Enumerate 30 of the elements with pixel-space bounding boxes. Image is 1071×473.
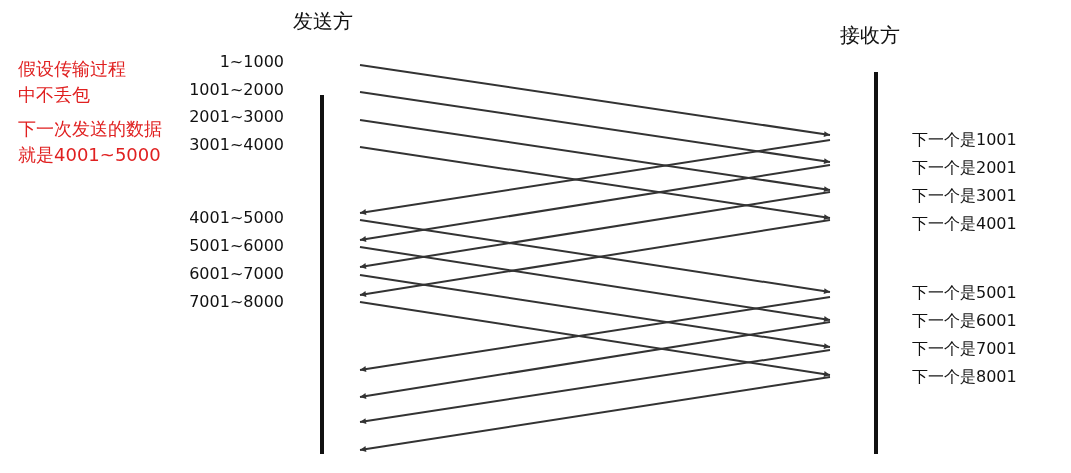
lifeline-title: 接收方 bbox=[839, 22, 901, 49]
ack-label: 下一个是1001 bbox=[912, 130, 1017, 150]
segment-label: 4001~5000 bbox=[189, 208, 284, 228]
segment-label: 2001~3000 bbox=[189, 107, 284, 127]
arrow bbox=[359, 64, 831, 138]
ack-label: 下一个是7001 bbox=[912, 339, 1017, 359]
segment-label: 7001~8000 bbox=[189, 292, 284, 312]
ack-label: 下一个是4001 bbox=[912, 214, 1017, 234]
arrow bbox=[359, 164, 831, 242]
segment-label: 5001~6000 bbox=[189, 236, 284, 256]
ack-label: 下一个是3001 bbox=[912, 186, 1017, 206]
note-text: 假设传输过程中不丢包 bbox=[18, 57, 127, 107]
ack-label: 下一个是8001 bbox=[912, 367, 1017, 387]
arrow bbox=[359, 91, 831, 165]
segment-label: 1001~2000 bbox=[189, 80, 284, 100]
arrow bbox=[359, 191, 831, 269]
segment-label: 1~1000 bbox=[219, 52, 284, 72]
ack-label: 下一个是2001 bbox=[912, 158, 1017, 178]
arrow bbox=[359, 349, 831, 425]
ack-label: 下一个是6001 bbox=[912, 311, 1017, 331]
lifeline-title: 发送方 bbox=[292, 8, 354, 35]
note-text: 下一次发送的数据就是4001~5000 bbox=[18, 117, 163, 167]
segment-label: 6001~7000 bbox=[189, 264, 284, 284]
ack-label: 下一个是5001 bbox=[912, 283, 1017, 303]
segment-label: 3001~4000 bbox=[189, 135, 284, 155]
arrow bbox=[359, 376, 831, 453]
arrow bbox=[359, 246, 831, 323]
arrow bbox=[359, 274, 831, 350]
arrow bbox=[359, 119, 831, 193]
arrow bbox=[359, 321, 831, 399]
